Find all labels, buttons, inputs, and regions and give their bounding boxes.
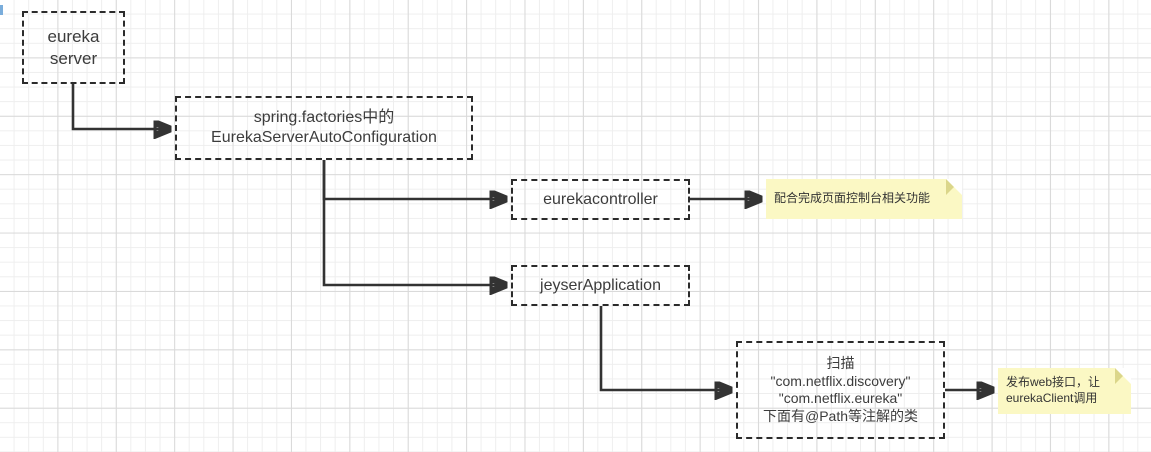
note-label: 配合完成页面控制台相关功能 xyxy=(774,191,931,206)
connector-server-to-autoconfig[interactable] xyxy=(71,84,170,129)
sticky-note-web-interface-note[interactable]: 发布web接口，让 eurekaClient调用 xyxy=(998,368,1131,414)
node-auto-configuration[interactable]: spring.factories中的 EurekaServerAutoConfi… xyxy=(175,96,473,160)
node-eureka-controller[interactable]: eurekacontroller xyxy=(511,179,690,220)
note-corner-cut-icon xyxy=(1115,368,1131,384)
node-label: eurekacontroller xyxy=(543,190,658,208)
connector-jeyser-to-scan[interactable] xyxy=(599,306,731,390)
text-caret-marker xyxy=(0,5,3,15)
note-corner-cut-icon xyxy=(946,179,962,195)
node-label: jeyserApplication xyxy=(540,276,661,294)
node-label: spring.factories中的 EurekaServerAutoConfi… xyxy=(211,109,437,146)
node-eureka-server[interactable]: eureka server xyxy=(22,11,125,84)
node-label: eureka server xyxy=(47,27,100,68)
connector-autoconfig-to-controller[interactable] xyxy=(322,160,506,199)
connector-autoconfig-to-jeyser[interactable] xyxy=(322,160,506,285)
sticky-note-console-note[interactable]: 配合完成页面控制台相关功能 xyxy=(766,179,962,219)
note-label: 发布web接口，让 eurekaClient调用 xyxy=(1006,375,1101,405)
node-scan-packages[interactable]: 扫描 "com.netflix.discovery" "com.netflix.… xyxy=(736,341,945,439)
node-jeyser-application[interactable]: jeyserApplication xyxy=(511,265,690,306)
node-label: 扫描 "com.netflix.discovery" "com.netflix.… xyxy=(762,355,918,424)
